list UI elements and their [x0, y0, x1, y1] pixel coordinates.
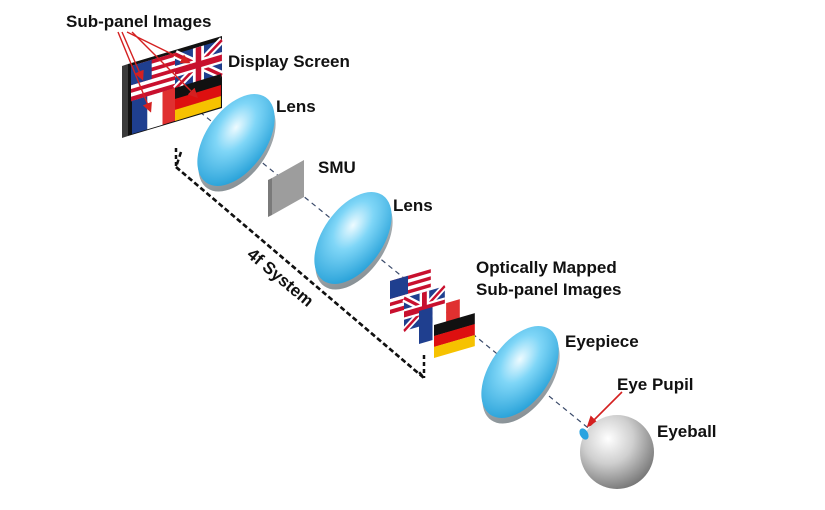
label-optically-mapped-1: Optically Mapped — [476, 258, 617, 277]
label-eyepiece: Eyepiece — [565, 332, 639, 351]
display-screen — [122, 36, 222, 138]
label-lens-2: Lens — [393, 196, 433, 215]
label-optically-mapped-2: Sub-panel Images — [476, 280, 621, 299]
eyepiece-lens — [481, 326, 560, 424]
eyeball — [579, 415, 654, 489]
label-display-screen: Display Screen — [228, 52, 350, 71]
label-lens-1: Lens — [276, 97, 316, 116]
eye-pupil-arrow — [586, 391, 623, 428]
sub-panel-pointers — [117, 31, 198, 113]
label-smu: SMU — [318, 158, 356, 177]
lens-2 — [314, 192, 393, 290]
mapped-flags — [390, 269, 475, 358]
label-sub-panel-images: Sub-panel Images — [66, 12, 211, 31]
smu-block — [268, 160, 304, 217]
label-eye-pupil: Eye Pupil — [617, 375, 694, 394]
label-eyeball: Eyeball — [657, 422, 717, 441]
lens-1 — [197, 94, 276, 192]
